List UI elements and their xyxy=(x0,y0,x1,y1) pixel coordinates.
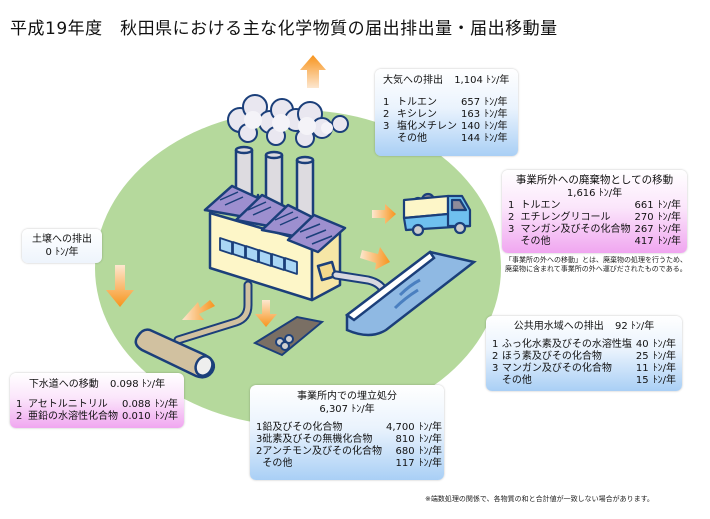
water-emission-box: 公共用水域への排出 92 ﾄﾝ/年 1 ふっ化水素及びその水溶性塩 40 ﾄﾝ/… xyxy=(486,316,682,391)
footnote: ※端数処理の関係で、各物質の和と合計値が一致しない場合があります。 xyxy=(425,495,654,503)
table-row: 3 マンガン及びその化合物 11 ﾄﾝ/年 xyxy=(492,363,676,374)
table-row: 1 ふっ化水素及びその水溶性塩 40 ﾄﾝ/年 xyxy=(492,339,676,350)
sewer-transfer-header: 下水道への移動 0.098 ﾄﾝ/年 xyxy=(16,378,178,391)
soil-emission-label: 土壌への排出 xyxy=(32,234,92,245)
arrow-down-left-icon xyxy=(182,300,215,320)
table-row: 3 砒素及びその無機化合物 810 ﾄﾝ/年 xyxy=(256,434,442,445)
factory-icon xyxy=(203,184,347,302)
offsite-waste-total: 1,616 ﾄﾝ/年 xyxy=(566,188,623,199)
table-row: 1 トルエン 657 ﾄﾝ/年 xyxy=(383,97,508,108)
offsite-waste-note: 「事業所の外への移動」とは、廃棄物の処理を行うため、 廃棄物に含まれて事業所の外… xyxy=(505,256,687,273)
air-emission-label: 大気への排出 xyxy=(383,75,443,86)
arrow-up-icon xyxy=(300,55,326,88)
table-row: 2 エチレングリコール 270 ﾄﾝ/年 xyxy=(508,212,681,223)
landfill-pit-icon xyxy=(252,315,325,357)
soil-emission-total: 0 ﾄﾝ/年 xyxy=(45,247,79,258)
truck-icon xyxy=(402,192,472,237)
table-row: 2 アンチモン及びその化合物 680 ﾄﾝ/年 xyxy=(256,446,442,457)
table-row: その他 417 ﾄﾝ/年 xyxy=(520,236,681,247)
water-channel-icon xyxy=(344,250,477,337)
table-row: 1 アセトルニトリル 0.088 ﾄﾝ/年 xyxy=(16,399,178,410)
water-emission-header: 公共用水域への排出 92 ﾄﾝ/年 xyxy=(492,320,676,333)
sewer-transfer-table: 1 アセトルニトリル 0.088 ﾄﾝ/年 2 亜鉛の水溶性化合物 0.010 … xyxy=(16,399,178,423)
landfill-label: 事業所内での埋立処分 xyxy=(297,391,397,402)
sewer-pipe-icon xyxy=(134,280,253,379)
table-row: その他 15 ﾄﾝ/年 xyxy=(501,375,676,386)
sewer-transfer-label: 下水道への移動 xyxy=(28,379,99,390)
offsite-waste-table: 1 トルエン 661 ﾄﾝ/年 2 エチレングリコール 270 ﾄﾝ/年 3 マ… xyxy=(508,200,681,248)
water-emission-total: 92 ﾄﾝ/年 xyxy=(614,321,655,332)
arrow-right-icon xyxy=(372,204,396,224)
table-row: 3 マンガン及びその化合物 267 ﾄﾝ/年 xyxy=(508,224,681,235)
table-row: 1 トルエン 661 ﾄﾝ/年 xyxy=(508,200,681,211)
sewer-transfer-total: 0.098 ﾄﾝ/年 xyxy=(110,379,166,390)
page-title: 平成19年度 秋田県における主な化学物質の届出排出量・届出移動量 xyxy=(10,19,558,39)
air-emission-total: 1,104 ﾄﾝ/年 xyxy=(454,75,510,86)
table-row: その他 144 ﾄﾝ/年 xyxy=(397,133,508,144)
offsite-waste-box: 事業所外への廃棄物としての移動 1,616 ﾄﾝ/年 1 トルエン 661 ﾄﾝ… xyxy=(502,170,687,253)
table-row: 2 ほう素及びその化合物 25 ﾄﾝ/年 xyxy=(492,351,676,362)
landfill-box: 事業所内での埋立処分 6,307 ﾄﾝ/年 1 鉛及びその化合物 4,700 ﾄ… xyxy=(250,385,444,480)
table-row: 2 亜鉛の水溶性化合物 0.010 ﾄﾝ/年 xyxy=(16,411,178,422)
water-emission-table: 1 ふっ化水素及びその水溶性塩 40 ﾄﾝ/年 2 ほう素及びその化合物 25 … xyxy=(492,339,676,387)
sewer-transfer-box: 下水道への移動 0.098 ﾄﾝ/年 1 アセトルニトリル 0.088 ﾄﾝ/年… xyxy=(10,373,184,428)
air-emission-table: 1 トルエン 657 ﾄﾝ/年 2 キシレン 163 ﾄﾝ/年 3 塩化メチレン… xyxy=(383,97,507,145)
table-row: 3 塩化メチレン 140 ﾄﾝ/年 xyxy=(383,121,508,132)
water-emission-label: 公共用水域への排出 xyxy=(513,321,604,332)
offsite-waste-label: 事業所外への廃棄物としての移動 xyxy=(515,174,674,186)
air-emission-box: 大気への排出 1,104 ﾄﾝ/年 1 トルエン 657 ﾄﾝ/年 2 キシレン… xyxy=(375,69,518,156)
soil-emission-box: 土壌への排出 0 ﾄﾝ/年 xyxy=(22,229,102,263)
arrow-down-soil-icon xyxy=(106,265,134,307)
landfill-total: 6,307 ﾄﾝ/年 xyxy=(319,404,375,415)
air-emission-header: 大気への排出 1,104 ﾄﾝ/年 xyxy=(383,74,510,87)
table-row: その他 117 ﾄﾝ/年 xyxy=(262,458,442,469)
arrow-right-down-icon xyxy=(360,247,390,270)
table-row: 1 鉛及びその化合物 4,700 ﾄﾝ/年 xyxy=(256,422,442,433)
table-row: 2 キシレン 163 ﾄﾝ/年 xyxy=(383,109,508,120)
landfill-table: 1 鉛及びその化合物 4,700 ﾄﾝ/年 3 砒素及びその無機化合物 810 … xyxy=(256,422,442,470)
arrow-down-icon xyxy=(255,300,277,327)
